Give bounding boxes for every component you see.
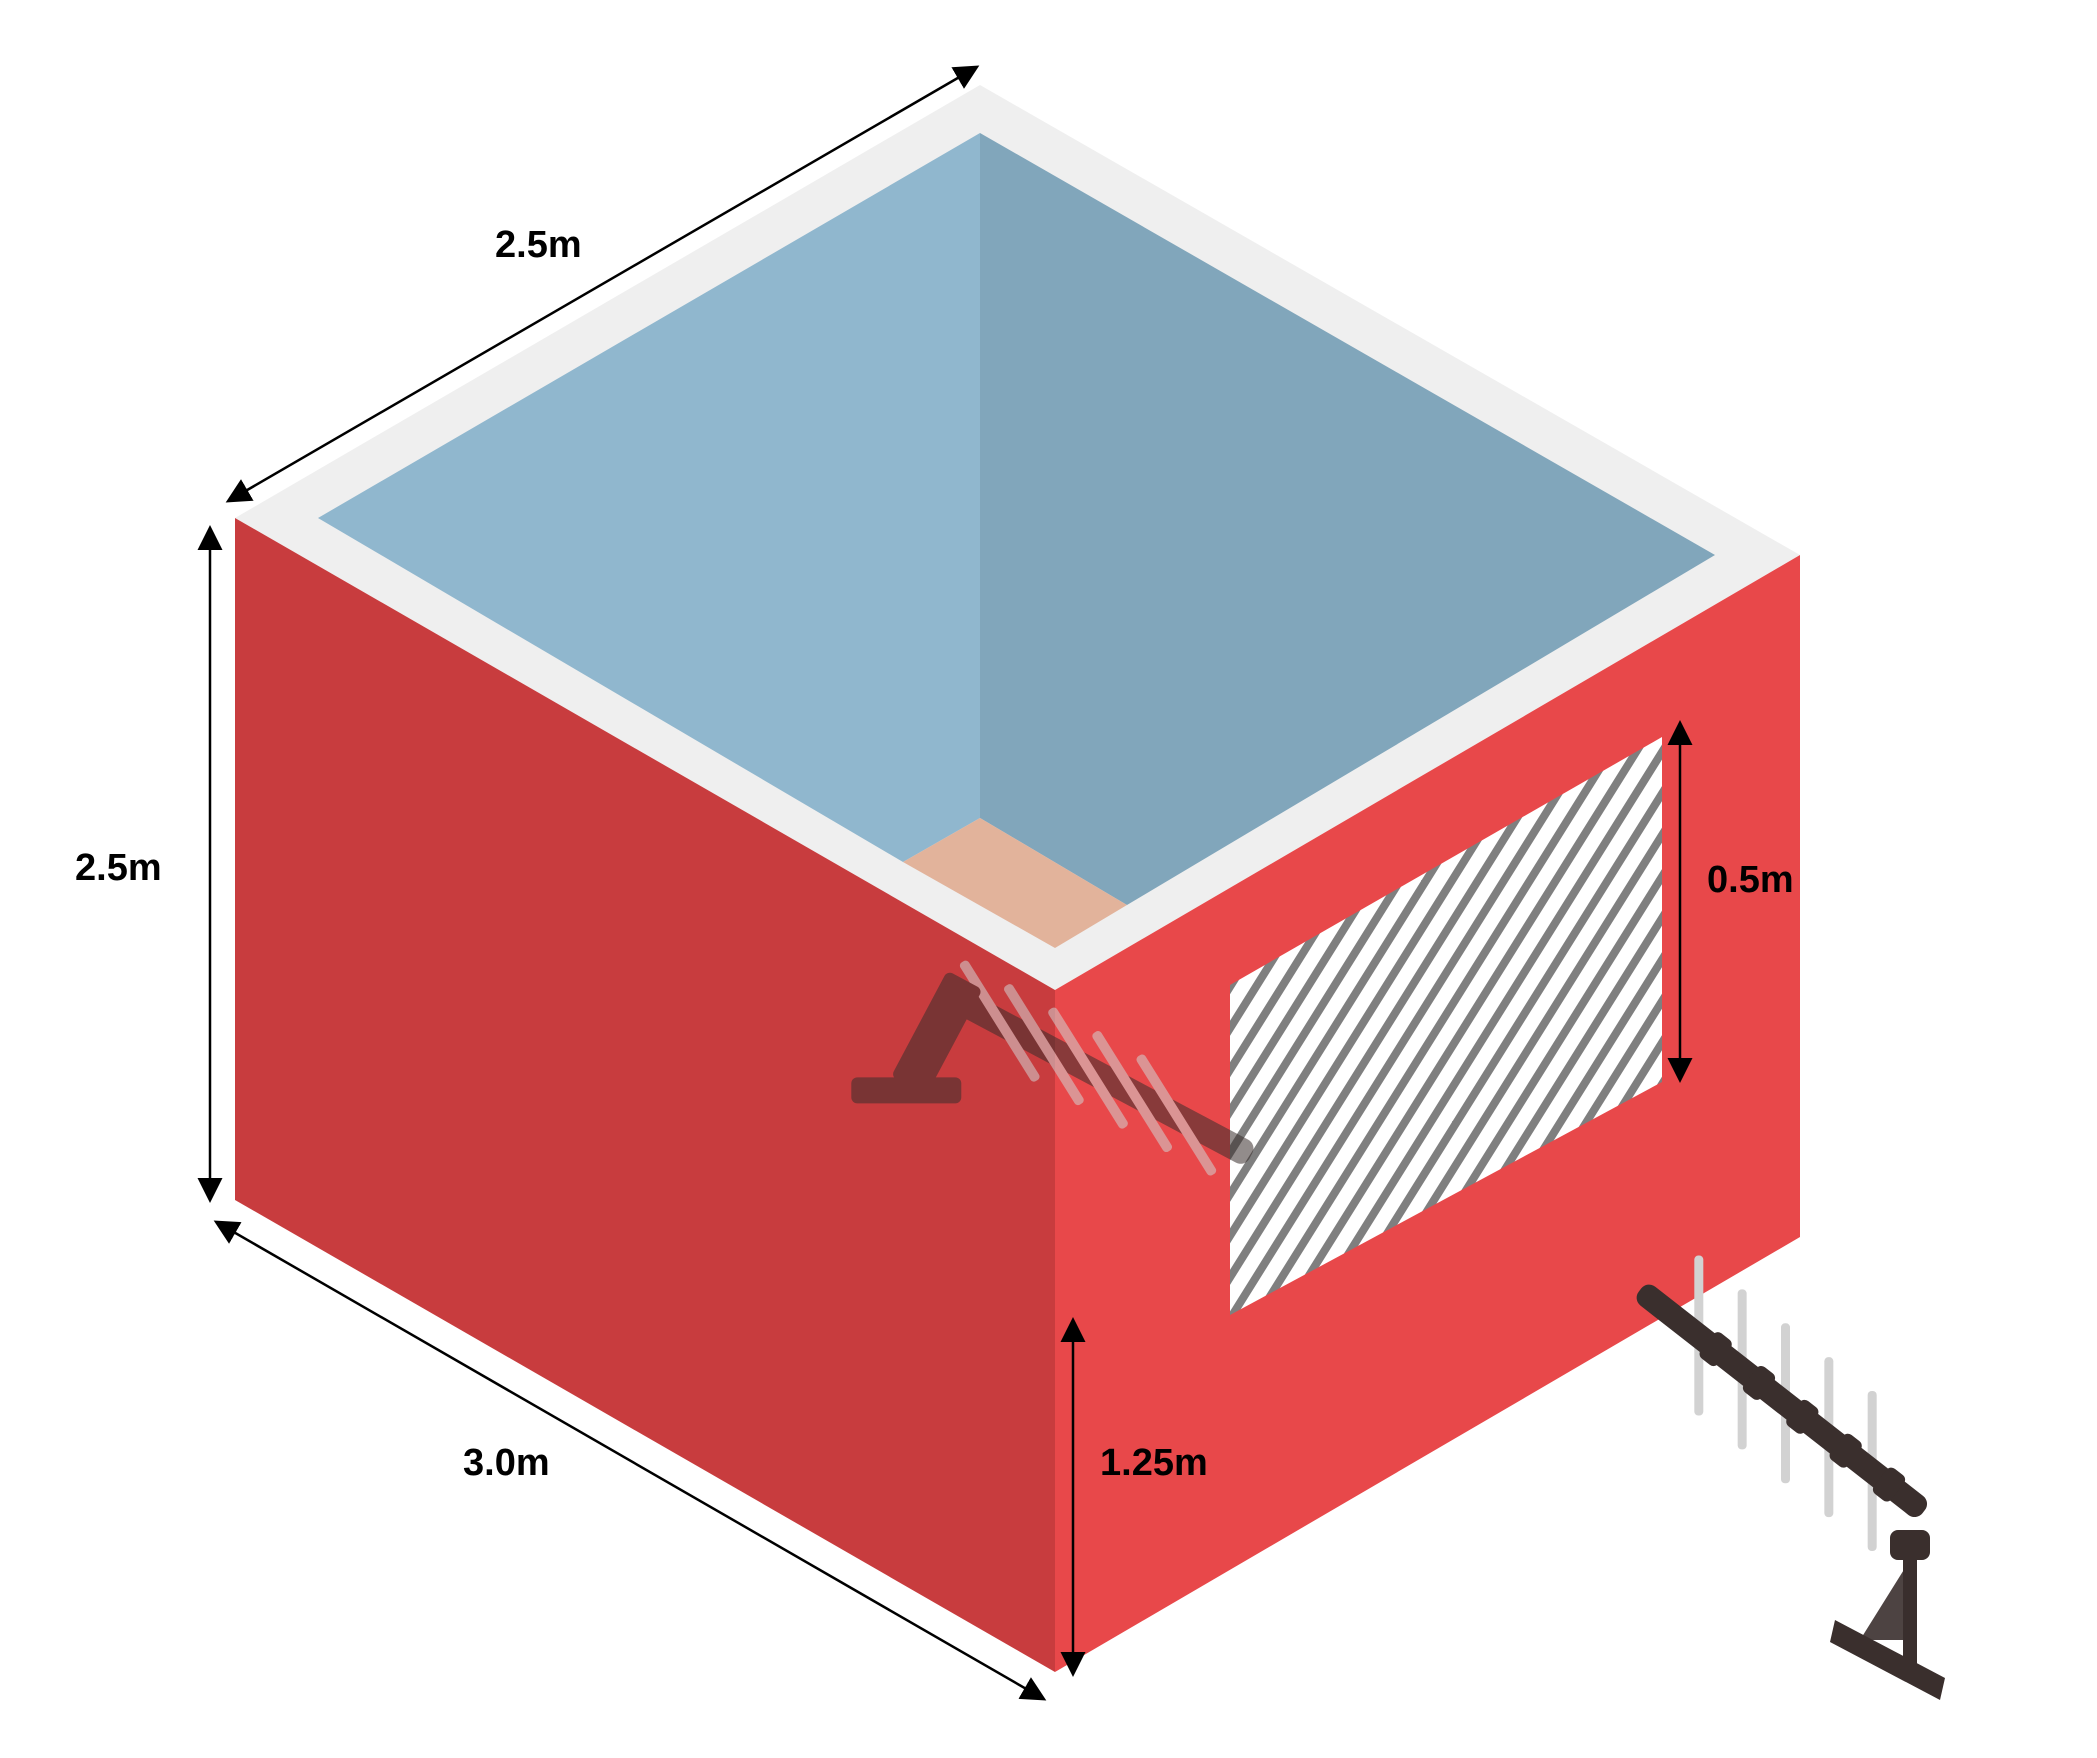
- label-window-height: 0.5m: [1707, 859, 1794, 901]
- label-window-elevation: 1.25m: [1100, 1442, 1208, 1484]
- interior-right-wall: [980, 133, 1715, 905]
- yagi-antenna-icon: [851, 960, 1254, 1176]
- hatched-window: [1230, 737, 1662, 1315]
- label-top-depth: 2.5m: [495, 224, 582, 266]
- interior-floor: [903, 818, 1127, 948]
- yagi-antenna-icon: [1636, 1255, 1928, 1552]
- arrow-top-depth: [225, 65, 980, 503]
- label-height: 2.5m: [75, 847, 162, 889]
- arrow-width: [213, 1220, 1047, 1701]
- label-width: 3.0m: [463, 1442, 550, 1484]
- antenna-mount: [1830, 1530, 1945, 1700]
